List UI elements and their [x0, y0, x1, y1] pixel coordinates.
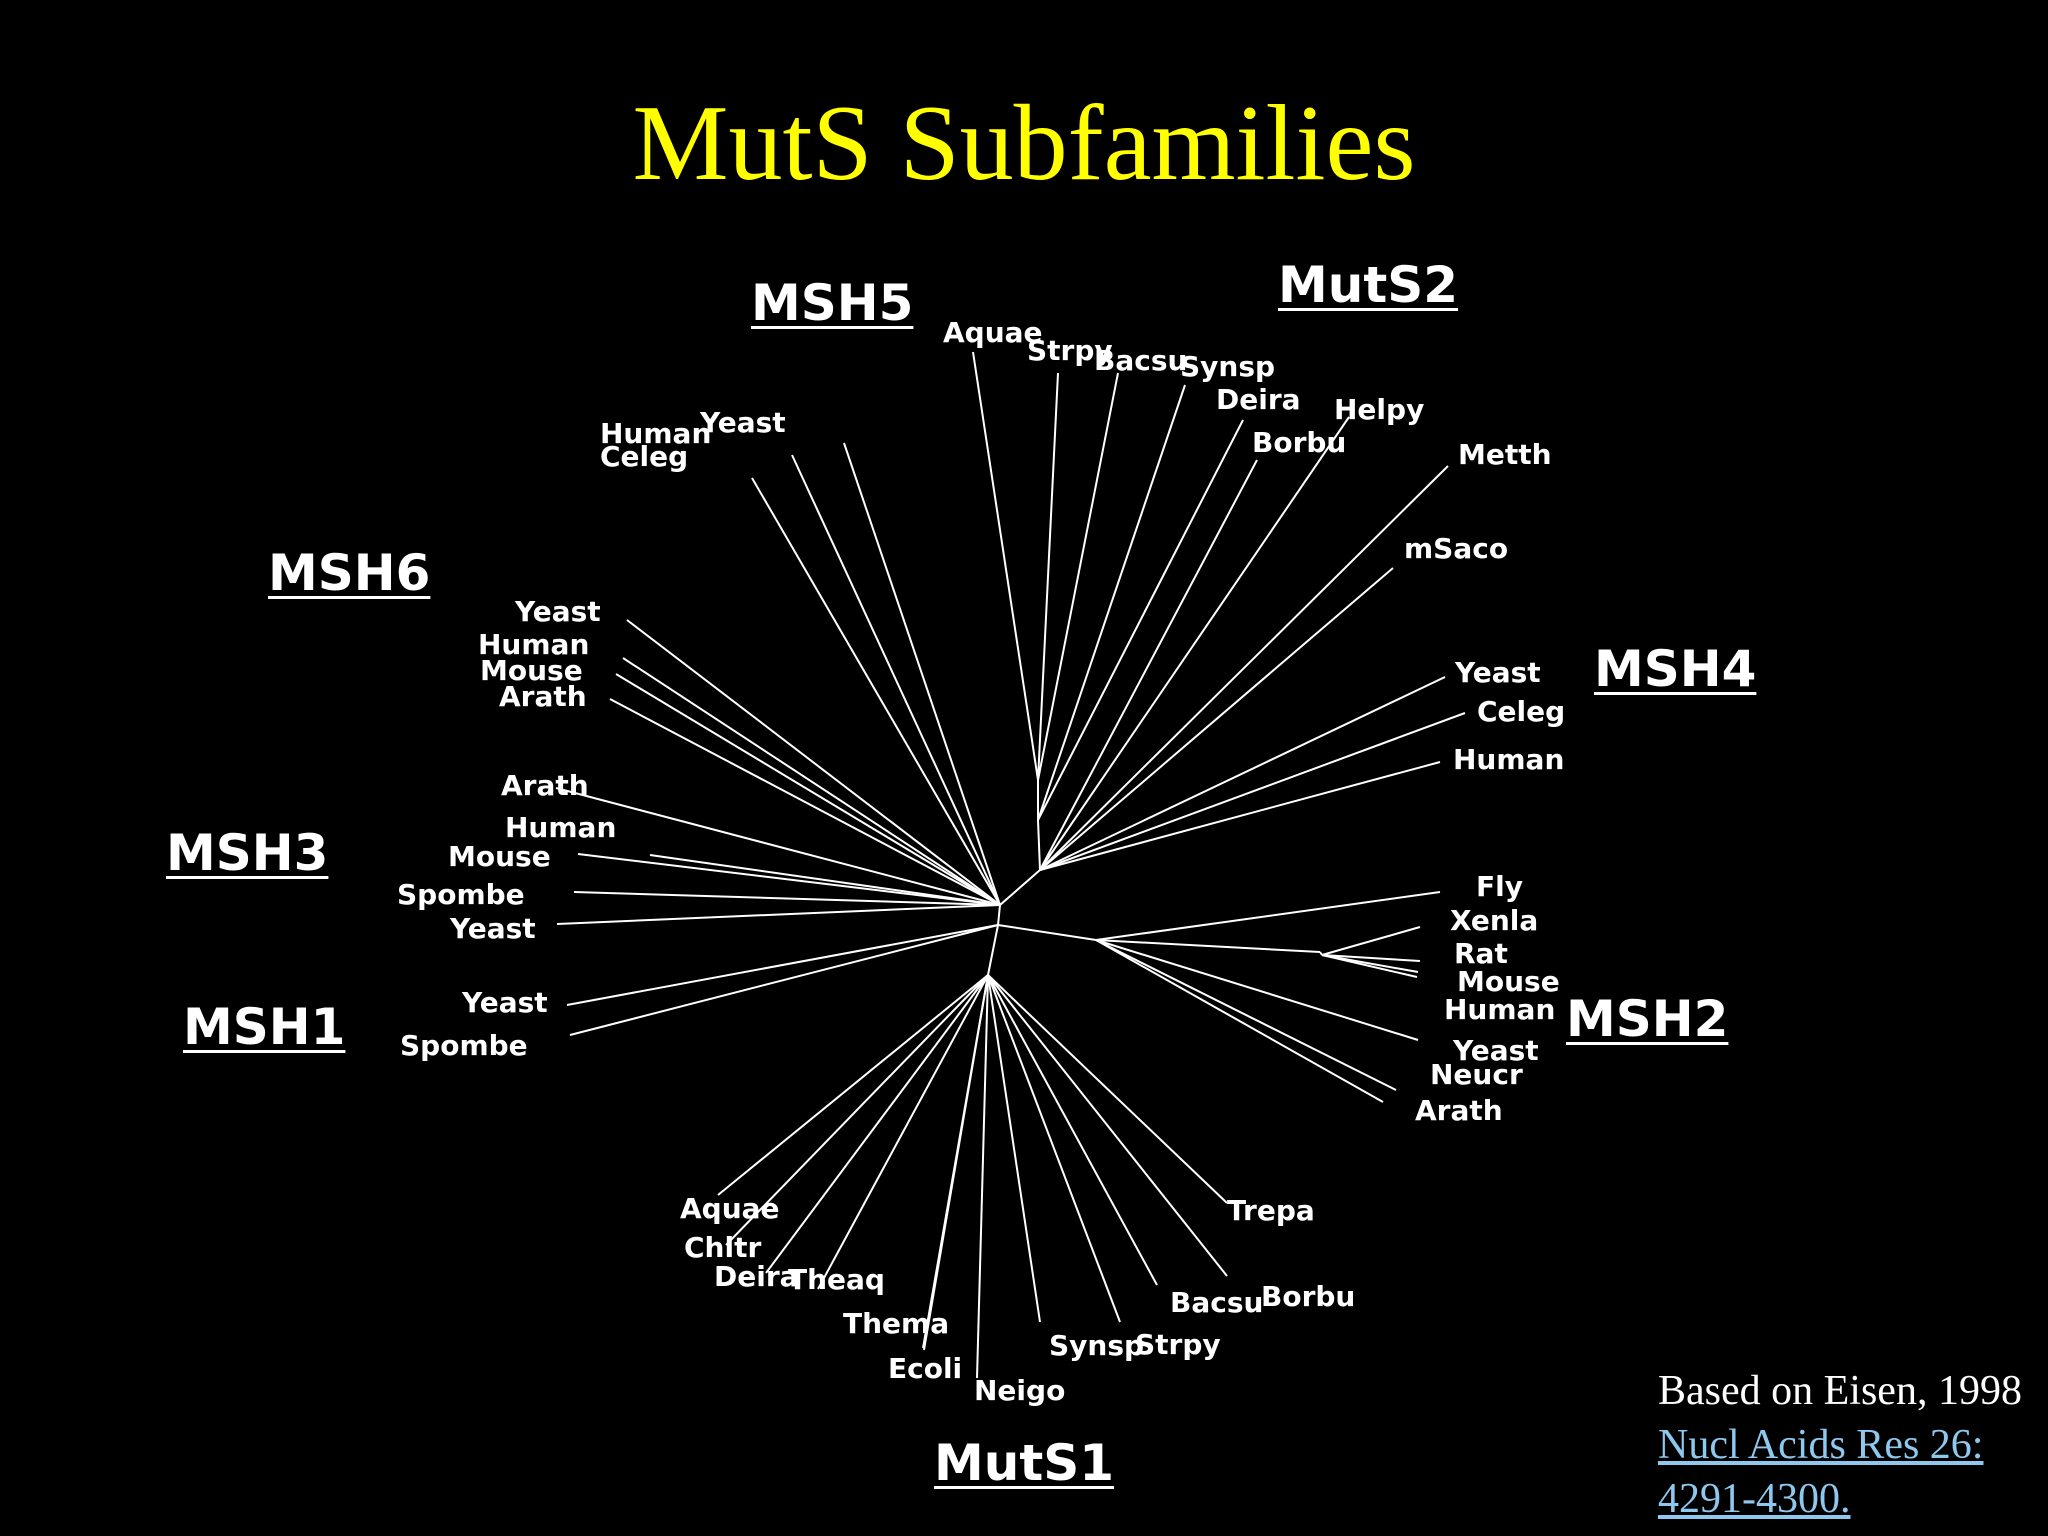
leaf-msh1-1: Spombe: [400, 1029, 528, 1062]
leaf-muts2-5: Helpy: [1334, 393, 1424, 426]
leaf-muts1-10: Borbu: [1261, 1280, 1355, 1313]
leaf-muts2-2: Bacsu: [1094, 344, 1187, 377]
citation-text: Based on Eisen, 1998: [1658, 1368, 2022, 1414]
leaf-msh2-6: Neucr: [1430, 1058, 1523, 1091]
leaf-msh4-0: Yeast: [1454, 656, 1541, 689]
slide-title: MutS Subfamilies: [632, 84, 1416, 203]
leaf-muts1-9: Bacsu: [1170, 1286, 1263, 1319]
leaf-muts1-6: Neigo: [974, 1374, 1065, 1407]
group-label-msh4: MSH4: [1594, 640, 1757, 698]
tree-branches: [555, 351, 1466, 1379]
leaf-msh6-1: Human: [478, 628, 589, 661]
leaf-msh2-0: Fly: [1476, 870, 1523, 903]
leaf-muts2-7: Metth: [1458, 438, 1552, 471]
leaf-msh3-4: Yeast: [449, 912, 536, 945]
citation-link[interactable]: Nucl Acids Res 26: 4291-4300.: [1658, 1422, 1984, 1522]
leaf-msh2-2: Rat: [1454, 937, 1508, 970]
leaf-muts2-3: Synsp: [1180, 350, 1275, 383]
leaf-msh2-4: Human: [1444, 993, 1555, 1026]
group-label-msh5: MSH5: [751, 274, 914, 332]
leaf-msh6-2: Mouse: [480, 654, 583, 687]
leaf-muts2-1: Strpy: [1027, 334, 1113, 367]
leaf-msh3-1: Human: [505, 811, 616, 844]
leaf-muts1-2: Deira: [714, 1260, 799, 1293]
citation: Based on Eisen, 1998 Nucl Acids Res 26: …: [1658, 1364, 2038, 1526]
leaf-muts1-1: Chltr: [684, 1231, 761, 1264]
leaf-muts1-8: Strpy: [1135, 1328, 1221, 1361]
leaf-muts1-7: Synsp: [1049, 1329, 1144, 1362]
group-label-muts1: MutS1: [934, 1434, 1115, 1492]
leaf-muts2-8: mSaco: [1404, 532, 1508, 565]
leaf-msh3-2: Mouse: [448, 840, 551, 873]
leaf-muts1-5: Ecoli: [888, 1352, 962, 1385]
leaf-msh1-0: Yeast: [461, 986, 548, 1019]
leaf-msh4-1: Celeg: [1477, 695, 1565, 728]
leaf-muts1-3: Theaq: [788, 1263, 885, 1296]
leaf-msh2-5: Yeast: [1452, 1034, 1539, 1067]
leaf-msh5-0: Yeast: [699, 406, 786, 439]
group-label-muts2: MutS2: [1278, 256, 1459, 314]
leaf-msh3-3: Spombe: [397, 878, 525, 911]
leaf-msh3-0: Arath: [501, 769, 589, 802]
group-label-msh6: MSH6: [268, 544, 431, 602]
leaf-msh4-2: Human: [1453, 743, 1564, 776]
leaf-muts1-11: Trepa: [1227, 1194, 1315, 1227]
group-label-msh2: MSH2: [1566, 990, 1729, 1048]
leaf-muts2-4: Deira: [1216, 383, 1301, 416]
leaf-muts1-4: Thema: [843, 1307, 949, 1340]
group-label-msh1: MSH1: [183, 998, 346, 1056]
leaf-muts2-0: Aquae: [943, 316, 1043, 349]
leaf-msh6-3: Arath: [499, 680, 587, 713]
leaf-msh5-1: Human: [600, 417, 711, 450]
leaf-muts2-6: Borbu: [1252, 426, 1346, 459]
group-label-msh3: MSH3: [166, 824, 329, 882]
leaf-muts1-0: Aquae: [680, 1192, 780, 1225]
leaf-msh2-7: Arath: [1415, 1094, 1503, 1127]
leaf-msh2-3: Mouse: [1457, 965, 1560, 998]
leaf-msh6-0: Yeast: [514, 595, 601, 628]
leaf-msh2-1: Xenla: [1450, 904, 1538, 937]
leaf-labels: YeastHumanCelegAquaeStrpyBacsuSynspDeira…: [397, 316, 1565, 1407]
leaf-msh5-2: Celeg: [600, 440, 688, 473]
